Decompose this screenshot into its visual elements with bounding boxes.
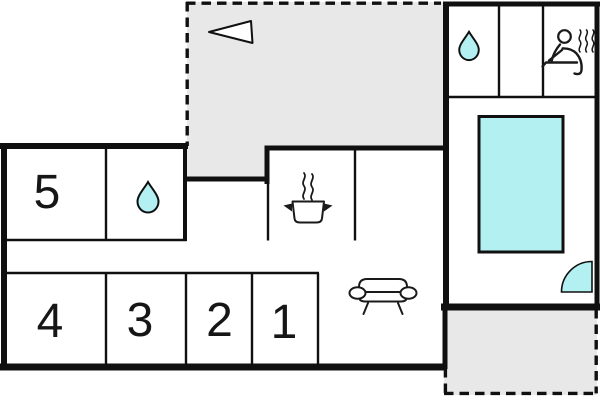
- stove-pot-icon: [283, 172, 333, 224]
- sauna-icon: [541, 29, 595, 76]
- interior-walls: [2, 3, 598, 366]
- exterior-wall-top-right: [183, 1, 600, 369]
- door-swing-icon: [560, 260, 593, 293]
- sofa-armrest-left: [348, 286, 367, 300]
- steam-icon: [591, 29, 595, 53]
- sauna-person-body: [547, 43, 583, 76]
- terrace-upper-area: [187, 2, 443, 179]
- water-drop-icon-left-bathroom: [136, 180, 160, 214]
- water-drop-icon-right-bathroom: [458, 29, 480, 62]
- room-label-1: 1: [271, 296, 298, 349]
- sauna-bench: [541, 61, 579, 68]
- terrace-upper: [185, 1, 443, 179]
- steam-icon: [578, 29, 582, 53]
- steam-icon: [584, 29, 589, 53]
- sofa-icon: [348, 278, 418, 315]
- room-labels: 5 4 3 2 1: [34, 166, 298, 349]
- terrace-lower: [443, 307, 598, 396]
- room-label-4: 4: [37, 295, 64, 348]
- walls: [0, 1, 600, 371]
- exterior-wall-left: [0, 2, 449, 370]
- steam-icon: [310, 173, 314, 201]
- sauna-person-head: [557, 29, 572, 44]
- room-label-3: 3: [127, 294, 154, 347]
- terrace-lower-area: [444, 307, 597, 395]
- sofa-legs: [362, 302, 404, 315]
- sofa-back: [358, 278, 408, 293]
- room-label-2: 2: [206, 294, 233, 347]
- sofa-armrest-right: [399, 286, 418, 300]
- room-label-5: 5: [34, 166, 61, 219]
- terrace-upper-dashed-border: [185, 1, 441, 146]
- terrace-lower-dashed-border: [443, 309, 598, 396]
- pool: [477, 115, 565, 254]
- steam-icon: [302, 172, 306, 200]
- north-arrow-icon: [208, 20, 254, 44]
- pot-body: [291, 200, 325, 224]
- exterior-wall-bottom: [0, 303, 600, 371]
